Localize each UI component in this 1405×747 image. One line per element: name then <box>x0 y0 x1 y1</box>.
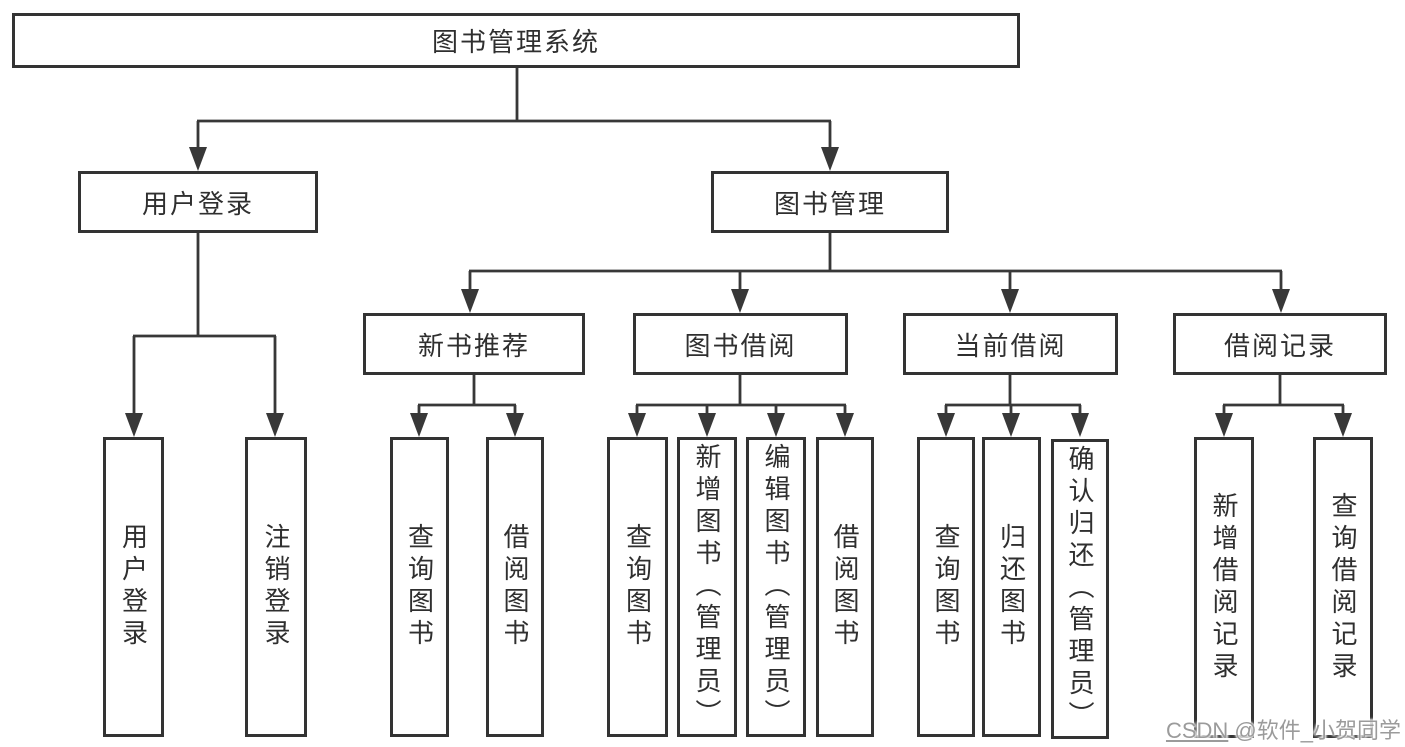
node-new-book-recommend: 新书推荐 <box>363 313 585 375</box>
csdn-watermark-brand: CSDN <box>1165 718 1229 743</box>
csdn-watermark-handle: @软件_小贺同学 <box>1228 718 1401 743</box>
leaf-user-login: 用户登录 <box>103 437 164 737</box>
node-root: 图书管理系统 <box>12 13 1020 68</box>
leaf-borrow-edit-admin: 编辑图书（管理员） <box>746 437 806 737</box>
leaf-current-confirm-admin: 确认归还（管理员） <box>1051 439 1109 739</box>
node-current-borrow: 当前借阅 <box>903 313 1118 375</box>
leaf-current-return: 归还图书 <box>982 437 1041 737</box>
leaf-borrow-query: 查询图书 <box>607 437 668 737</box>
leaf-newbook-borrow: 借阅图书 <box>486 437 544 737</box>
leaf-current-query: 查询图书 <box>917 437 975 737</box>
leaf-borrow-borrow: 借阅图书 <box>816 437 874 737</box>
leaf-borrow-add-admin: 新增图书（管理员） <box>677 437 737 737</box>
node-book-management: 图书管理 <box>711 171 949 233</box>
leaf-record-query: 查询借阅记录 <box>1313 437 1373 738</box>
node-user-login: 用户登录 <box>78 171 318 233</box>
csdn-watermark: CSDN @软件_小贺同学 <box>1166 713 1401 745</box>
leaf-newbook-query: 查询图书 <box>390 437 449 737</box>
node-book-borrow: 图书借阅 <box>633 313 848 375</box>
leaf-logout: 注销登录 <box>245 437 307 737</box>
node-borrow-record: 借阅记录 <box>1173 313 1387 375</box>
leaf-record-add: 新增借阅记录 <box>1194 437 1254 738</box>
